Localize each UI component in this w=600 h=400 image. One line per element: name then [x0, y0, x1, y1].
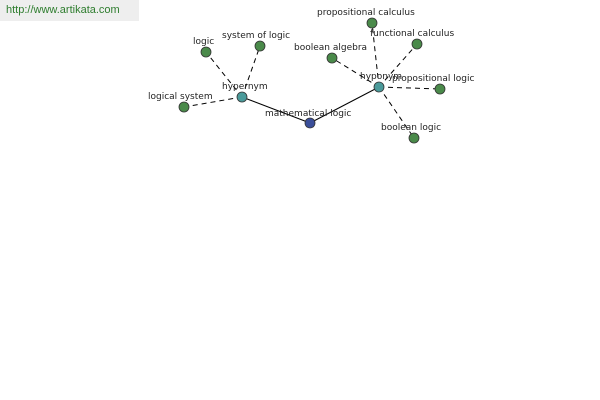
label-relation-hyponym-right: hyponym: [360, 72, 402, 82]
graph-labels: mathematical logic hypernym logic system of…: [148, 8, 474, 133]
edge-hypernym-to-logic: [205, 51, 243, 98]
edge-hyponym-to-boolean-logic: [378, 86, 415, 139]
node-leaf-propositional-calculus[interactable]: [366, 17, 378, 29]
graph-edges: [183, 22, 441, 139]
url-banner: http://www.artikata.com: [0, 0, 139, 21]
label-center-mathematical-logic: mathematical logic: [265, 109, 351, 119]
node-relation-hyponym-right[interactable]: [373, 81, 385, 93]
label-leaf-logical-system: logical system: [148, 92, 213, 102]
edge-hypernym-to-system-of-logic: [241, 45, 261, 98]
edge-hyponym-to-functional-calculus: [378, 43, 418, 88]
edge-hypernym-to-logical-system: [183, 96, 243, 108]
edge-hyponym-to-boolean-algebra: [331, 57, 380, 88]
source-url-link[interactable]: http://www.artikata.com: [6, 4, 120, 16]
node-leaf-boolean-algebra[interactable]: [326, 52, 338, 64]
label-leaf-propositional-calculus: propositional calculus: [317, 8, 415, 18]
label-leaf-boolean-algebra: boolean algebra: [294, 43, 367, 53]
node-leaf-boolean-logic[interactable]: [408, 132, 420, 144]
label-leaf-logic: logic: [193, 37, 214, 47]
edge-center-to-hypernym: [241, 96, 311, 124]
label-leaf-boolean-logic: boolean logic: [381, 123, 441, 133]
label-leaf-propositional-logic: propositional logic: [392, 74, 474, 84]
label-relation-hypernym-left: hypernym: [222, 82, 268, 92]
edge-center-to-hyponym: [309, 86, 380, 124]
edge-hyponym-to-propositional-logic: [378, 86, 441, 90]
edge-hyponym-to-propositional-calculus: [371, 22, 380, 88]
label-leaf-system-of-logic: system of logic: [222, 31, 290, 41]
node-leaf-logical-system[interactable]: [178, 101, 190, 113]
graph-nodes: [178, 17, 446, 144]
node-leaf-logic[interactable]: [200, 46, 212, 58]
node-center-mathematical-logic[interactable]: [304, 117, 316, 129]
node-relation-hypernym-left[interactable]: [236, 91, 248, 103]
node-leaf-system-of-logic[interactable]: [254, 40, 266, 52]
node-leaf-functional-calculus[interactable]: [411, 38, 423, 50]
label-leaf-functional-calculus: functional calculus: [370, 29, 454, 39]
node-leaf-propositional-logic[interactable]: [434, 83, 446, 95]
